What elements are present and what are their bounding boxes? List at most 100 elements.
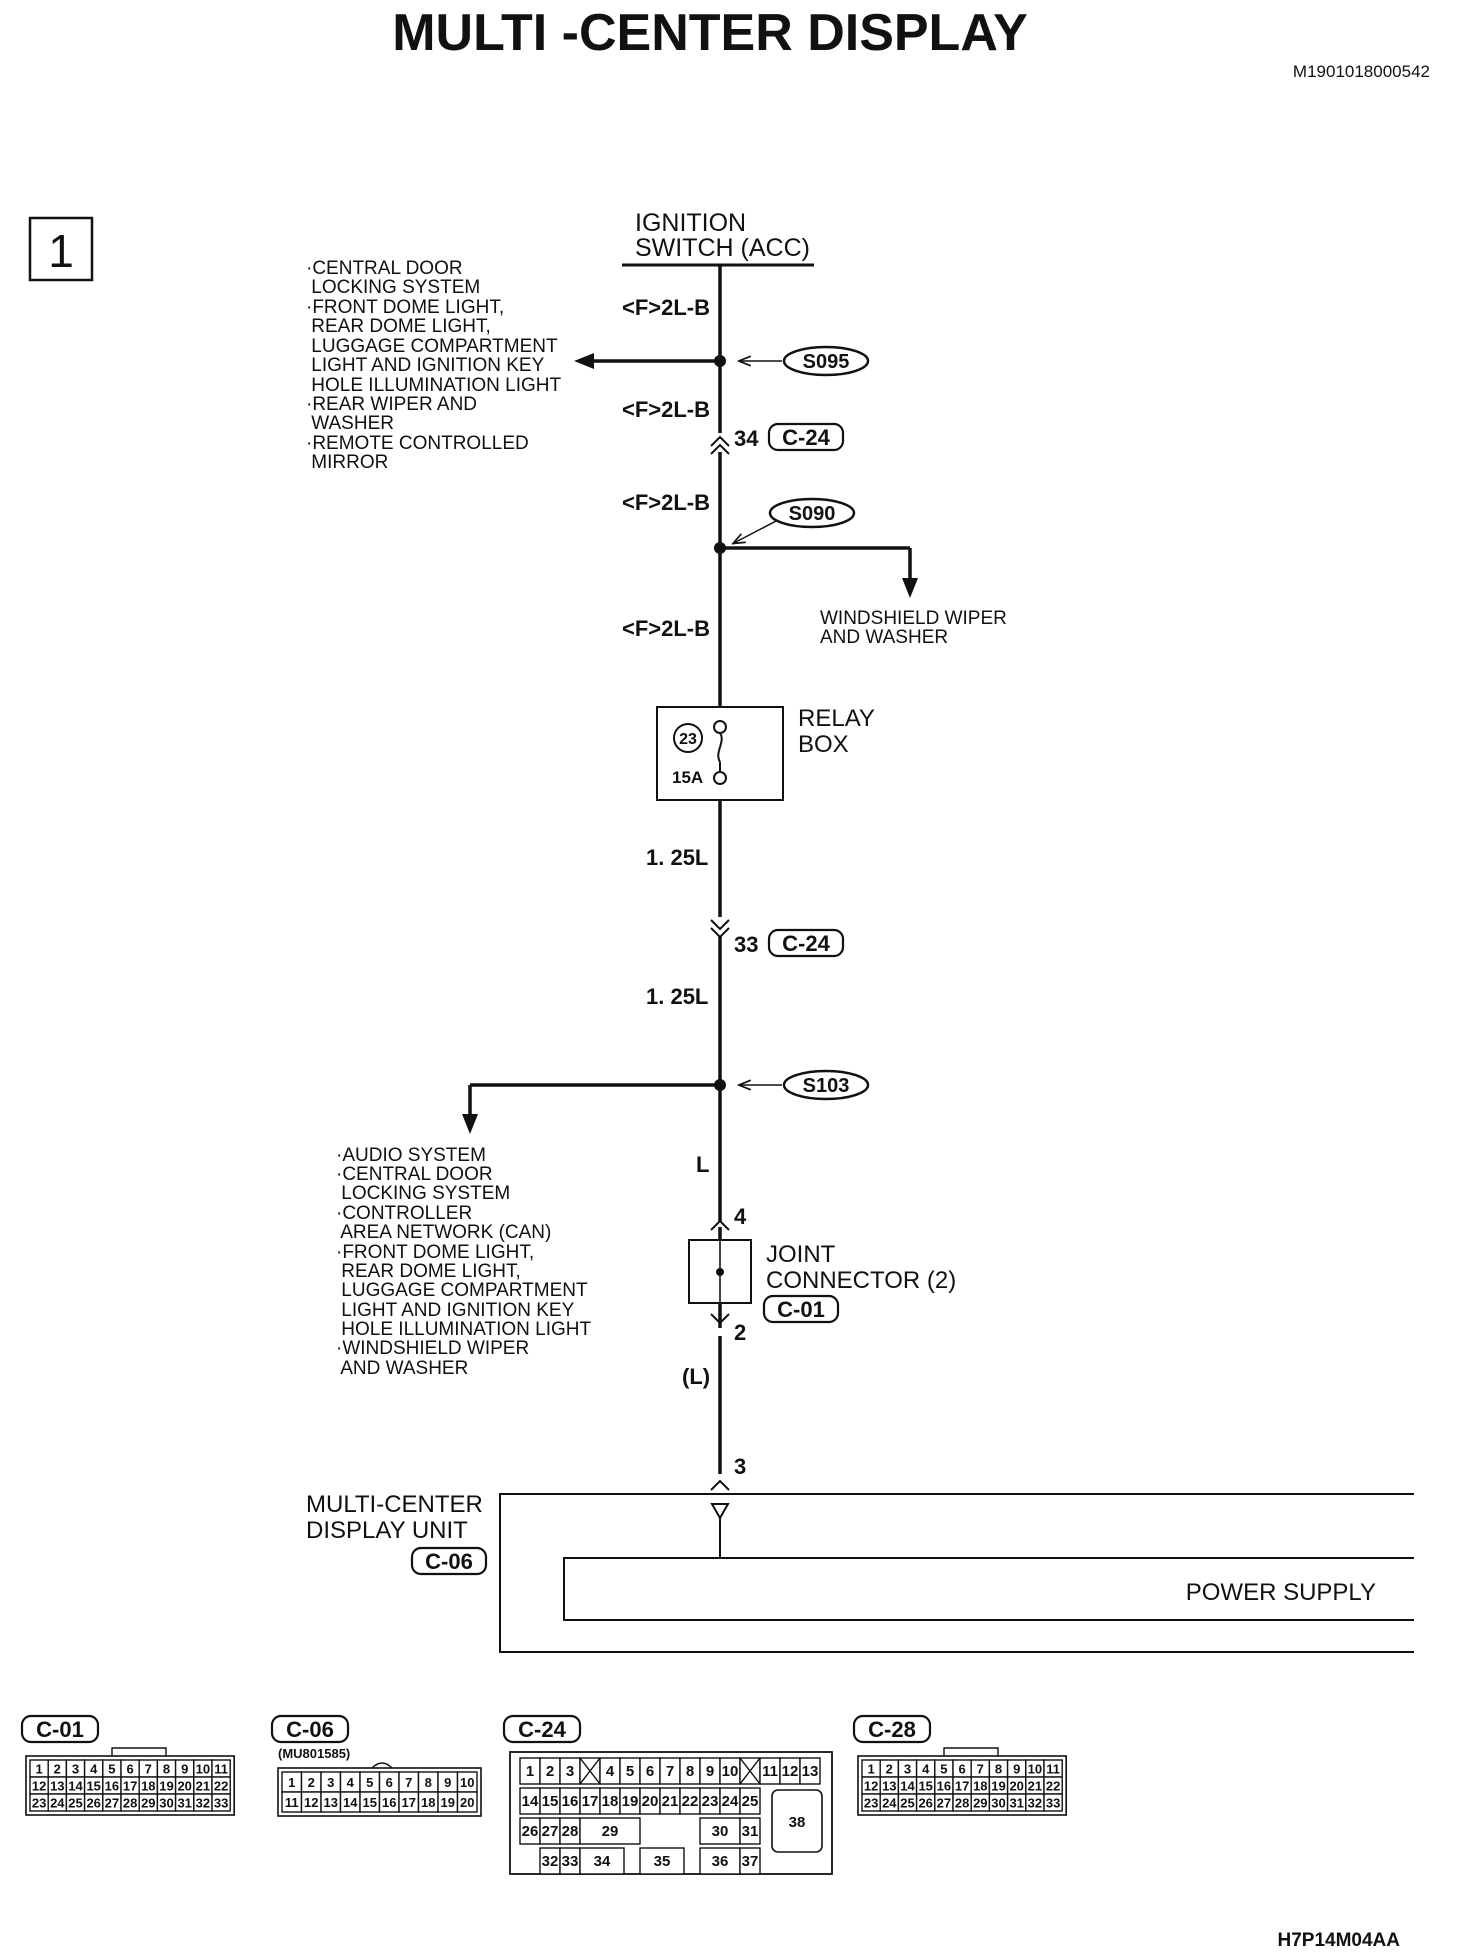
connector-pin: 22 bbox=[211, 1776, 231, 1795]
joint-connector bbox=[688, 1219, 752, 1325]
connector-pin: 13 bbox=[320, 1791, 342, 1813]
c24-connector-ref-2: C-24 bbox=[767, 928, 845, 958]
connector-pin: 9 bbox=[437, 1771, 459, 1793]
branch-s103-item: ·FRONT DOME LIGHT, bbox=[336, 1242, 534, 1263]
c01-connector-ref: C-01 bbox=[762, 1294, 840, 1324]
connector-pin: 19 bbox=[156, 1776, 177, 1795]
svg-text:23: 23 bbox=[32, 1796, 46, 1811]
connector-pin: 3 bbox=[897, 1759, 918, 1778]
branch-s103-item: ·AUDIO SYSTEM bbox=[336, 1145, 486, 1166]
svg-text:19: 19 bbox=[622, 1793, 639, 1810]
connector-pin: 18 bbox=[970, 1776, 991, 1795]
connector-pin: 28 bbox=[120, 1793, 140, 1812]
svg-text:12: 12 bbox=[304, 1795, 318, 1810]
connector-mark-c24-34 bbox=[710, 435, 730, 455]
connector-pin: 25 bbox=[897, 1793, 918, 1812]
svg-text:7: 7 bbox=[145, 1762, 152, 1777]
svg-text:5: 5 bbox=[626, 1763, 634, 1780]
svg-text:28: 28 bbox=[562, 1823, 579, 1840]
svg-text:19: 19 bbox=[159, 1779, 173, 1794]
svg-text:21: 21 bbox=[1028, 1779, 1042, 1794]
branch-s095-item: LOCKING SYSTEM bbox=[306, 277, 480, 298]
wire-label-6: 1. 25L bbox=[646, 984, 708, 1009]
svg-text:7: 7 bbox=[666, 1763, 674, 1780]
connector-pin: 17 bbox=[579, 1787, 601, 1815]
connector-pin: 22 bbox=[679, 1787, 701, 1815]
fuse-number: 23 bbox=[679, 731, 697, 748]
connector-pin: 10 bbox=[719, 1757, 741, 1785]
connector-pin: 12 bbox=[861, 1776, 881, 1795]
connector-pin: 35 bbox=[639, 1847, 685, 1875]
connector-pin: 3 bbox=[320, 1771, 342, 1793]
connector-pin: 7 bbox=[970, 1759, 991, 1778]
connector-pin: 23 bbox=[29, 1793, 49, 1812]
splice-s090-label: S090 bbox=[789, 503, 836, 525]
c01-ref-label: C-01 bbox=[777, 1297, 825, 1322]
connector-pin: 19 bbox=[437, 1791, 459, 1813]
svg-text:18: 18 bbox=[602, 1793, 619, 1810]
wire-label-2: <F>2L-B bbox=[622, 397, 710, 422]
svg-text:33: 33 bbox=[1046, 1796, 1060, 1811]
connector-pin: 2 bbox=[300, 1771, 322, 1793]
svg-text:2: 2 bbox=[546, 1763, 554, 1780]
branch-s095-list: ·CENTRAL DOOR LOCKING SYSTEM ·FRONT DOME… bbox=[306, 258, 562, 473]
svg-text:10: 10 bbox=[460, 1775, 474, 1790]
svg-text:33: 33 bbox=[562, 1853, 579, 1870]
wire-label-3: <F>2L-B bbox=[622, 490, 710, 515]
connector-pin: 7 bbox=[398, 1771, 420, 1793]
svg-text:29: 29 bbox=[602, 1823, 619, 1840]
wire-label-5: 1. 25L bbox=[646, 845, 708, 870]
connector-pin: 30 bbox=[988, 1793, 1009, 1812]
svg-text:16: 16 bbox=[382, 1795, 396, 1810]
svg-text:22: 22 bbox=[682, 1793, 699, 1810]
connector-pin: 9 bbox=[699, 1757, 721, 1785]
svg-text:27: 27 bbox=[105, 1796, 119, 1811]
svg-text:23: 23 bbox=[702, 1793, 719, 1810]
branch-s103-item: LIGHT AND IGNITION KEY bbox=[336, 1300, 575, 1321]
connector-pin: 29 bbox=[970, 1793, 991, 1812]
connector-pin: 16 bbox=[378, 1791, 400, 1813]
blank-pin bbox=[579, 1757, 601, 1785]
connector-pin: 10 bbox=[456, 1771, 478, 1793]
svg-text:12: 12 bbox=[864, 1779, 878, 1794]
svg-text:3: 3 bbox=[72, 1762, 79, 1777]
svg-text:28: 28 bbox=[123, 1796, 137, 1811]
ignition-label-line1: IGNITION bbox=[635, 209, 746, 237]
svg-text:11: 11 bbox=[285, 1795, 299, 1810]
fuse-rating: 15A bbox=[672, 768, 703, 787]
relay-box-label-line1: RELAY bbox=[798, 705, 875, 732]
svg-text:15: 15 bbox=[542, 1793, 559, 1810]
c24-ref-label-1: C-24 bbox=[782, 425, 830, 450]
connector-pin: 31 bbox=[174, 1793, 195, 1812]
connector-view-c06-label: C-06 bbox=[286, 1717, 334, 1742]
c24-ref-label-2: C-24 bbox=[782, 931, 830, 956]
svg-text:9: 9 bbox=[444, 1775, 451, 1790]
branch-s103-item: AREA NETWORK (CAN) bbox=[336, 1222, 551, 1243]
svg-text:32: 32 bbox=[196, 1796, 210, 1811]
svg-text:22: 22 bbox=[1046, 1779, 1060, 1794]
svg-text:27: 27 bbox=[937, 1796, 951, 1811]
connector-pin: 14 bbox=[339, 1791, 361, 1813]
svg-text:8: 8 bbox=[686, 1763, 694, 1780]
svg-text:20: 20 bbox=[642, 1793, 659, 1810]
svg-text:2: 2 bbox=[886, 1762, 893, 1777]
connector-pin: 29 bbox=[138, 1793, 159, 1812]
pin-33-label: 33 bbox=[734, 932, 758, 957]
svg-text:3: 3 bbox=[904, 1762, 911, 1777]
svg-text:31: 31 bbox=[742, 1823, 759, 1840]
svg-text:10: 10 bbox=[196, 1762, 210, 1777]
section-number-box: 1 bbox=[28, 216, 94, 282]
connector-pin: 24 bbox=[879, 1793, 900, 1812]
svg-text:14: 14 bbox=[522, 1793, 539, 1810]
connector-pin: 3 bbox=[65, 1759, 86, 1778]
connector-pin: 21 bbox=[659, 1787, 681, 1815]
svg-text:32: 32 bbox=[1028, 1796, 1042, 1811]
connector-pin: 20 bbox=[639, 1787, 661, 1815]
svg-text:29: 29 bbox=[141, 1796, 155, 1811]
svg-text:35: 35 bbox=[654, 1853, 671, 1870]
connector-mark-c24-33 bbox=[710, 919, 730, 939]
svg-text:6: 6 bbox=[386, 1775, 393, 1790]
svg-text:13: 13 bbox=[802, 1763, 819, 1780]
blank-pin bbox=[739, 1757, 761, 1785]
